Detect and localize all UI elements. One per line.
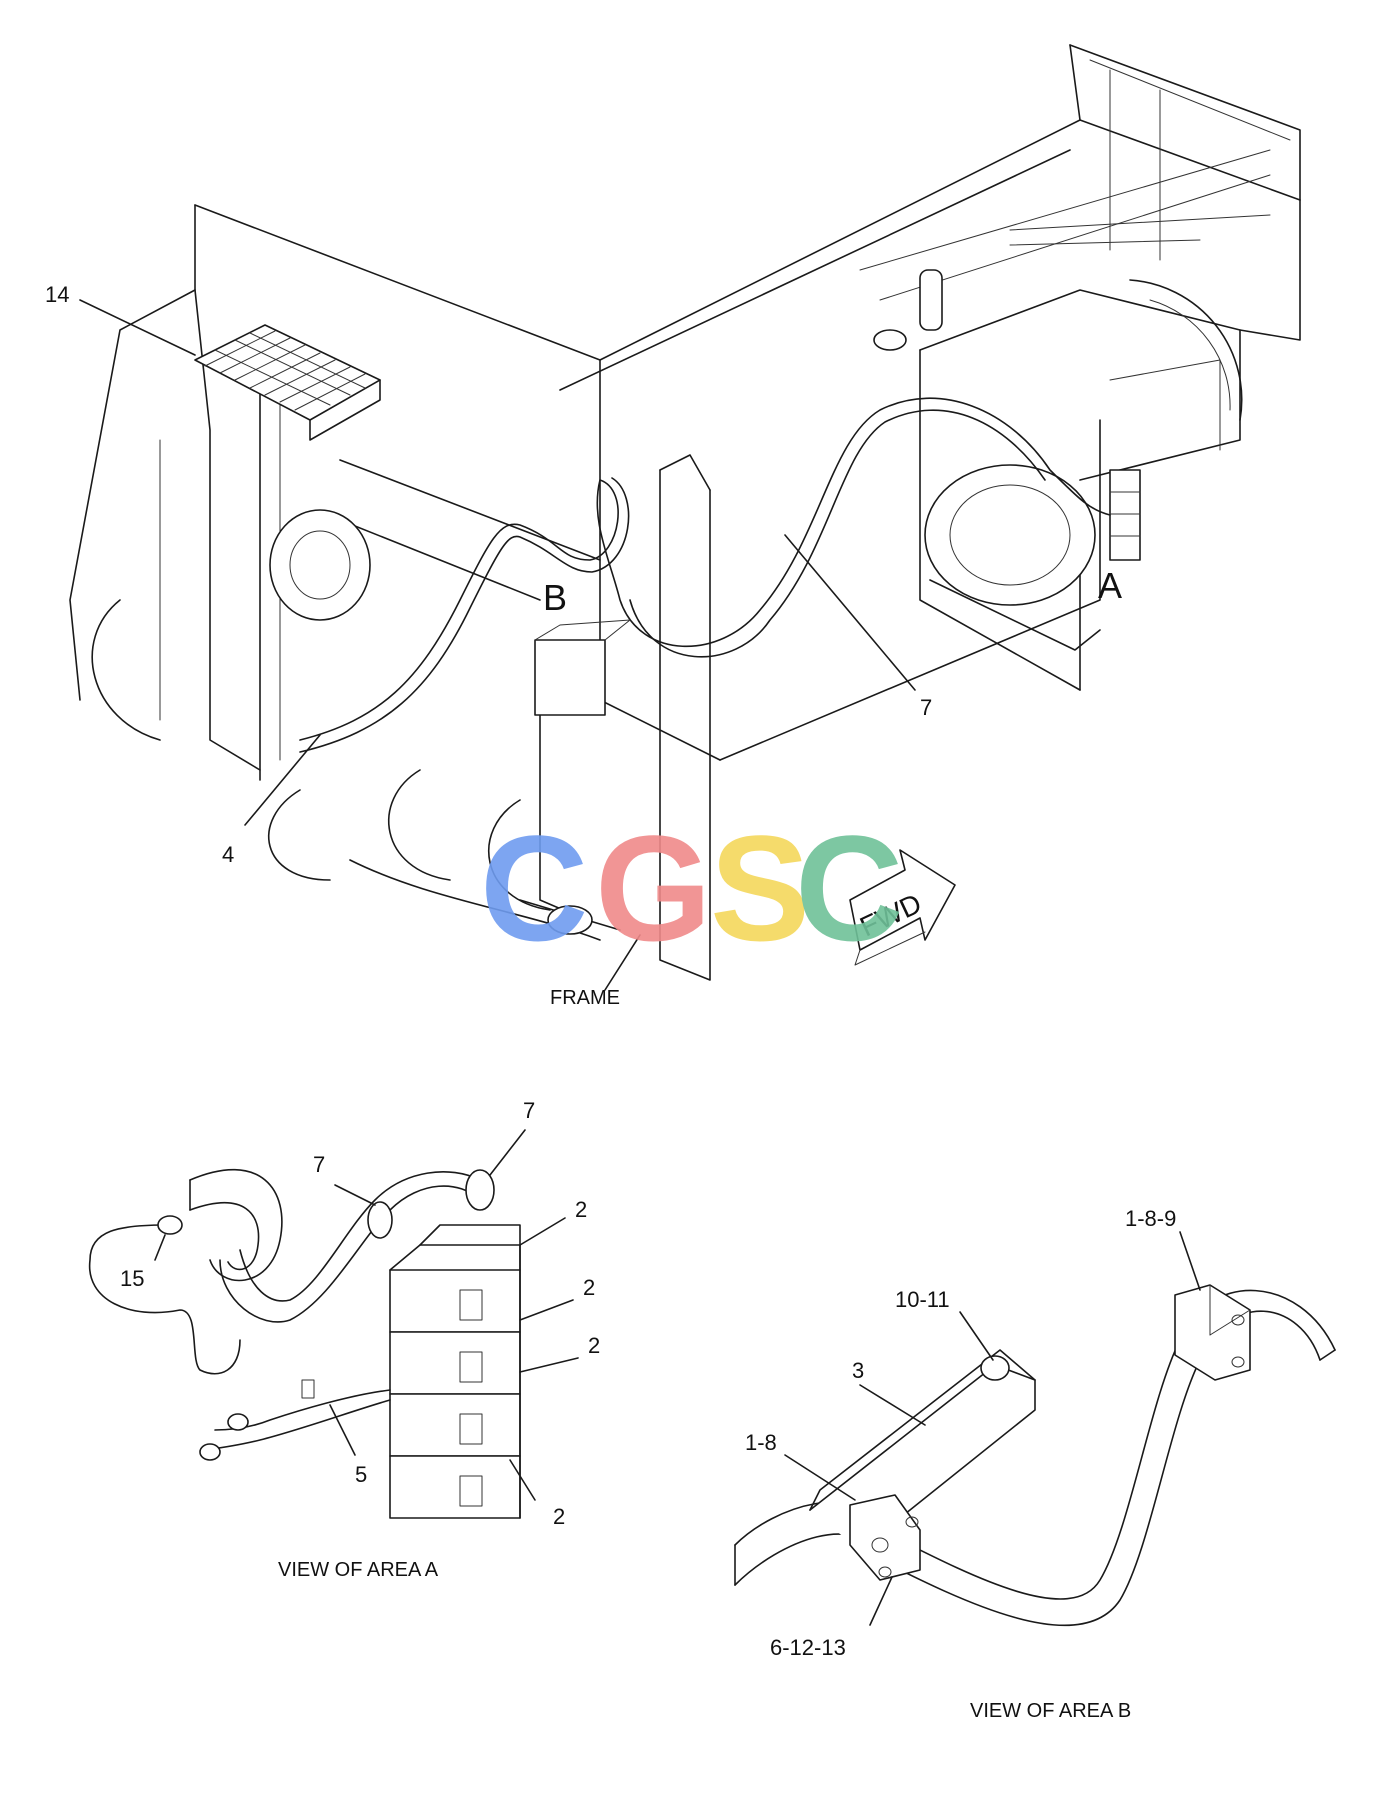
callout-2-d: 2 bbox=[553, 1504, 565, 1529]
callout-10-11: 10-11 bbox=[895, 1287, 950, 1312]
watermark-letter-2: G bbox=[595, 804, 712, 972]
callout-14: 14 bbox=[45, 282, 69, 307]
frame-label: FRAME bbox=[550, 987, 620, 1009]
callout-3: 3 bbox=[852, 1358, 864, 1383]
area-label-b: B bbox=[543, 577, 567, 618]
callout-2-b: 2 bbox=[583, 1275, 595, 1300]
watermark-letter-3: S bbox=[710, 804, 810, 972]
callout-1-8-9: 1-8-9 bbox=[1125, 1206, 1176, 1231]
breaker-block-main bbox=[1109, 469, 1141, 561]
area-label-a: A bbox=[1098, 565, 1122, 606]
callout-2-c: 2 bbox=[588, 1333, 600, 1358]
callout-15: 15 bbox=[120, 1266, 144, 1291]
callout-7-area-a-right: 7 bbox=[523, 1098, 535, 1123]
breaker-stack bbox=[389, 1224, 521, 1519]
callout-7-main: 7 bbox=[920, 695, 932, 720]
watermark-letter-1: C bbox=[480, 804, 588, 972]
callout-5: 5 bbox=[355, 1462, 367, 1487]
watermark-letter-4: C bbox=[795, 804, 903, 972]
wire-harness-main bbox=[299, 397, 1111, 753]
step-grille bbox=[194, 324, 381, 441]
callout-6-12-13: 6-12-13 bbox=[770, 1635, 846, 1660]
area-a-detail-drawing bbox=[88, 1129, 579, 1519]
callout-7-area-a-left: 7 bbox=[313, 1152, 325, 1177]
watermark-logo: C G S C bbox=[480, 804, 903, 972]
callout-4: 4 bbox=[222, 842, 234, 867]
view-of-area-a-caption: VIEW OF AREA A bbox=[278, 1559, 439, 1581]
main-assembly-drawing: FWD bbox=[69, 44, 1301, 991]
callout-1-8: 1-8 bbox=[745, 1430, 777, 1455]
callout-2-a: 2 bbox=[575, 1197, 587, 1222]
area-b-detail-drawing bbox=[734, 1231, 1336, 1627]
forward-arrow-icon bbox=[849, 849, 956, 966]
view-of-area-b-caption: VIEW OF AREA B bbox=[970, 1700, 1131, 1722]
